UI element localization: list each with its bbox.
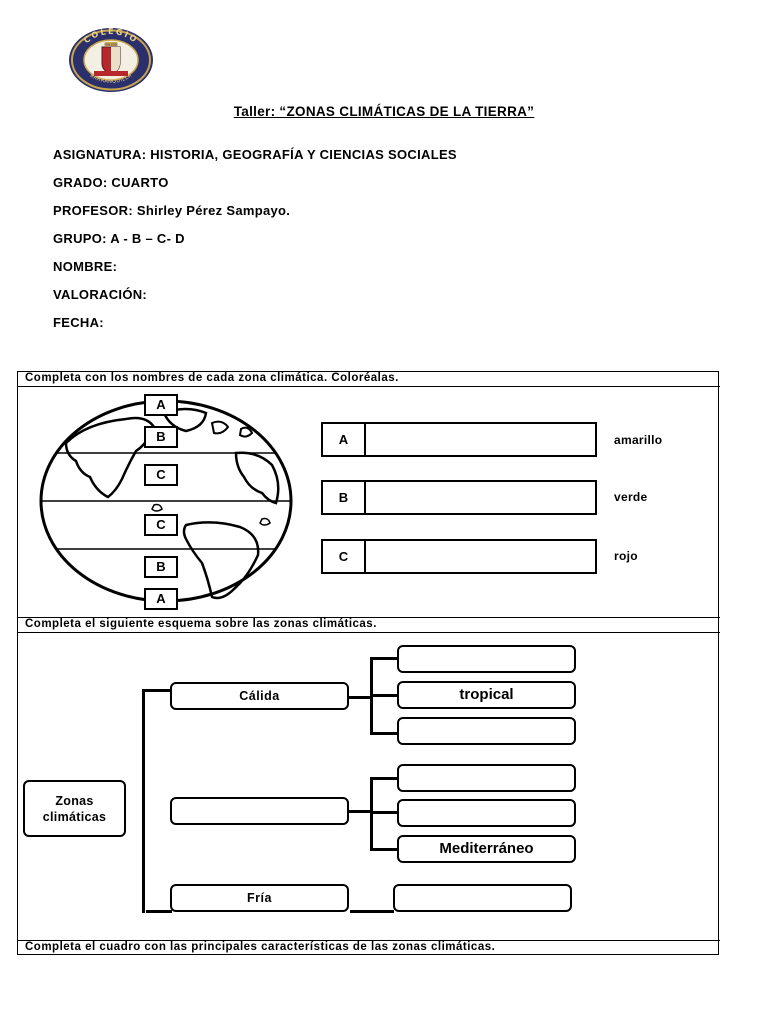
connector xyxy=(347,810,371,813)
connector xyxy=(370,732,398,735)
instruction-1: Completa con los nombres de cada zona cl… xyxy=(25,372,399,384)
color-label-a: amarillo xyxy=(614,433,663,447)
row-divider xyxy=(17,632,720,633)
connector xyxy=(370,811,398,814)
answer-letter: A xyxy=(323,424,366,455)
trunk-connector xyxy=(142,689,145,913)
answer-letter: B xyxy=(323,482,366,513)
row-divider xyxy=(17,386,720,387)
field-profesor: PROFESOR: Shirley Pérez Sampayo. xyxy=(53,203,291,218)
connector xyxy=(370,777,373,851)
color-label-b: verde xyxy=(614,490,648,504)
globe-map xyxy=(39,399,293,603)
field-valoracion: VALORACIÓN: xyxy=(53,287,148,302)
leaf-box-calida-1[interactable] xyxy=(397,645,576,673)
connector xyxy=(370,777,398,780)
connector xyxy=(146,910,172,913)
field-asignatura: ASIGNATURA: HISTORIA, GEOGRAFÍA Y CIENCI… xyxy=(53,147,457,162)
answer-box-a[interactable]: A xyxy=(321,422,597,457)
answer-box-b[interactable]: B xyxy=(321,480,597,515)
connector xyxy=(350,910,394,913)
color-label-c: rojo xyxy=(614,549,638,563)
connector xyxy=(370,657,398,660)
branch-box-calida: Cálida xyxy=(170,682,349,710)
row-divider xyxy=(17,617,720,618)
leaf-box-fria[interactable] xyxy=(393,884,572,912)
branch-box-templada[interactable] xyxy=(170,797,349,825)
worksheet-title: Taller: “ZONAS CLIMÁTICAS DE LA TIERRA” xyxy=(233,104,535,119)
svg-text:SAN JOSE: SAN JOSE xyxy=(104,42,118,46)
leaf-box-mediterraneo: Mediterráneo xyxy=(397,835,576,863)
connector xyxy=(370,848,398,851)
school-logo: COLEGIO BARRANQUILLA SAN JOSE xyxy=(69,27,153,92)
globe-label-c-south: C xyxy=(144,514,178,536)
connector xyxy=(142,689,172,692)
root-box-zonas-climaticas: Zonas climáticas xyxy=(23,780,126,837)
instruction-2: Completa el siguiente esquema sobre las … xyxy=(25,618,377,630)
instruction-3: Completa el cuadro con las principales c… xyxy=(25,941,496,953)
connector xyxy=(370,694,398,697)
answer-box-c[interactable]: C xyxy=(321,539,597,574)
field-nombre: NOMBRE: xyxy=(53,259,118,274)
globe-label-c-north: C xyxy=(144,464,178,486)
answer-letter: C xyxy=(323,541,366,572)
globe-label-a-north: A xyxy=(144,394,178,416)
leaf-box-calida-3[interactable] xyxy=(397,717,576,745)
field-fecha: FECHA: xyxy=(53,315,104,330)
connector xyxy=(347,696,371,699)
leaf-box-templada-2[interactable] xyxy=(397,799,576,827)
field-grupo: GRUPO: A - B – C- D xyxy=(53,231,185,246)
field-grado: GRADO: CUARTO xyxy=(53,175,169,190)
branch-box-fria: Fría xyxy=(170,884,349,912)
activity-table xyxy=(17,371,719,955)
leaf-box-templada-1[interactable] xyxy=(397,764,576,792)
globe-label-b-south: B xyxy=(144,556,178,578)
globe-label-b-north: B xyxy=(144,426,178,448)
row-divider xyxy=(17,940,720,941)
leaf-box-tropical: tropical xyxy=(397,681,576,709)
globe-label-a-south: A xyxy=(144,588,178,610)
